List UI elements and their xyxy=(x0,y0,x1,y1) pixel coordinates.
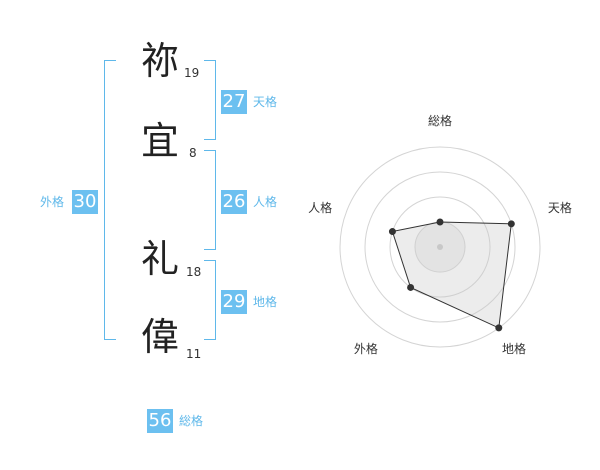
radar-point-5 xyxy=(388,228,396,236)
name-char-3-strokes: 18 xyxy=(186,265,202,279)
chikaku-label: 地格 xyxy=(253,295,278,309)
gaikaku-bracket xyxy=(104,60,116,340)
tenkaku-label: 天格 xyxy=(253,95,278,109)
radar-center-dot xyxy=(437,244,443,250)
gaikaku-label: 外格 xyxy=(40,195,65,209)
name-char-1: 祢 xyxy=(140,39,179,83)
radar-point-4 xyxy=(407,283,415,291)
chikaku-value: 29 xyxy=(221,290,247,314)
radar-axis-label-1: 総格 xyxy=(428,113,452,128)
name-char-2-strokes: 8 xyxy=(189,146,197,160)
radar-series-area xyxy=(391,221,512,329)
jinkaku-value: 26 xyxy=(221,190,247,214)
soukaku-value: 56 xyxy=(147,409,173,433)
radar-ring-1 xyxy=(414,221,466,273)
name-char-4: 偉 xyxy=(140,315,179,359)
jinkaku-label: 人格 xyxy=(253,195,278,209)
radar-axis-label-2: 天格 xyxy=(548,200,572,215)
radar-point-1 xyxy=(436,218,444,226)
radar-grid xyxy=(339,146,541,348)
tenkaku-value: 27 xyxy=(221,90,247,114)
name-char-1-strokes: 19 xyxy=(184,66,200,80)
radar-ring-3 xyxy=(364,171,516,323)
jinkaku-bracket xyxy=(204,150,216,250)
name-char-3: 礼 xyxy=(140,237,179,281)
soukaku-label: 総格 xyxy=(179,414,204,428)
radar-axis-label-3: 地格 xyxy=(502,341,526,356)
name-char-2: 宜 xyxy=(140,119,179,163)
chikaku-bracket xyxy=(204,260,216,340)
radar-ring-2 xyxy=(389,196,491,298)
radar-ring-4 xyxy=(339,146,541,348)
gaikaku-value: 30 xyxy=(72,190,98,214)
name-char-4-strokes: 11 xyxy=(186,347,202,361)
radar-point-2 xyxy=(507,220,515,228)
radar-point-3 xyxy=(495,324,503,332)
tenkaku-bracket xyxy=(204,60,216,140)
radar-axis-label-5: 人格 xyxy=(308,200,332,215)
radar-series xyxy=(388,218,515,332)
radar-axis-label-4: 外格 xyxy=(354,341,378,356)
